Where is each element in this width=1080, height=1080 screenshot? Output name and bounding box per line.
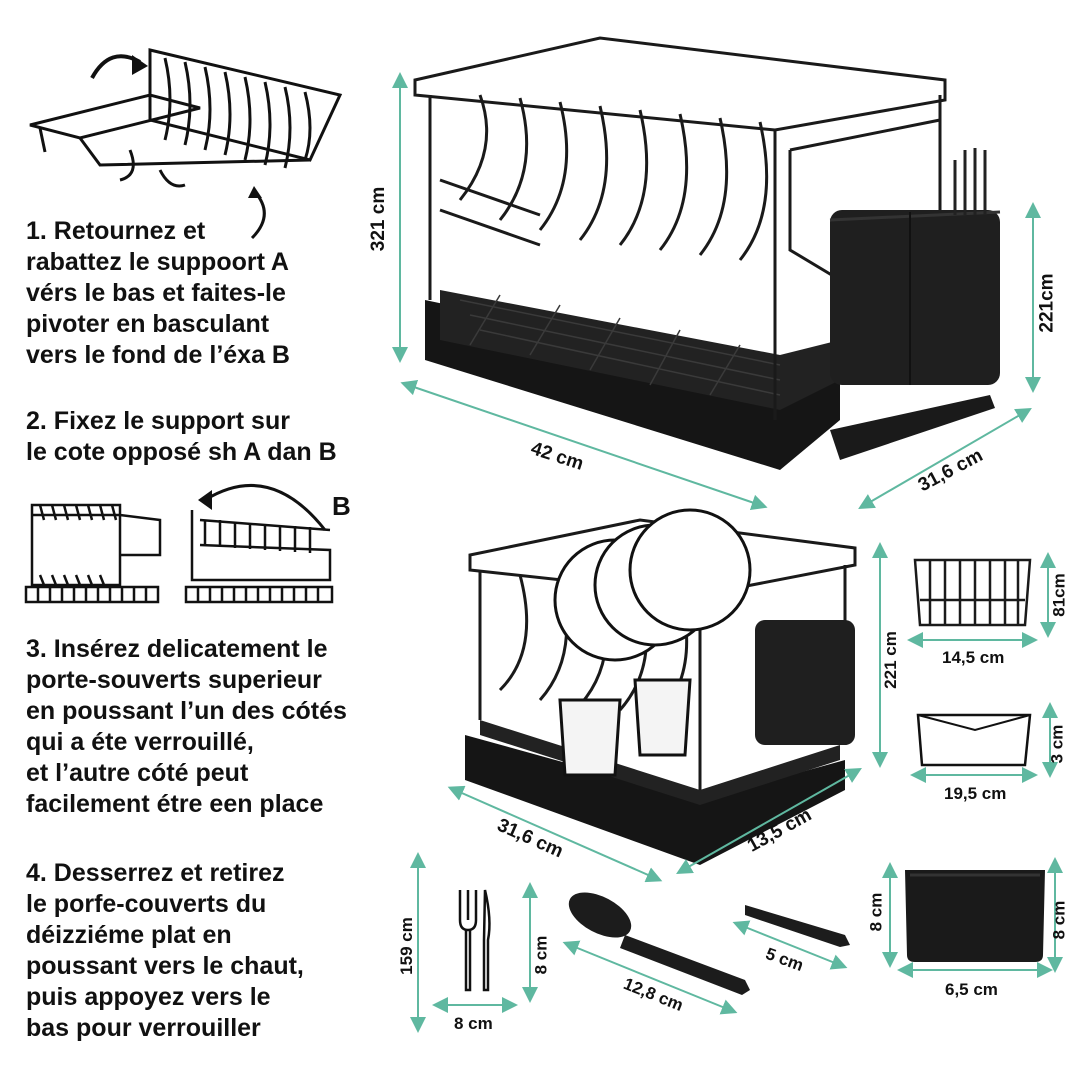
instruction-line: et l’autre cóté peut xyxy=(26,759,249,787)
instruction-step-4: 4. Desserrez et retirez le porfe-couvert… xyxy=(26,858,304,1044)
cutlery-holder-small xyxy=(755,620,855,745)
instruction-line: 3. Insérez delicatement le xyxy=(26,635,328,663)
instruction-line: 4. Desserrez et retirez xyxy=(26,859,285,887)
instruction-line: 1. Retournez et xyxy=(26,217,206,245)
instruction-line: facilement étre een place xyxy=(26,790,324,818)
instruction-step-1: 1. Retournez et rabattez le suppoort A v… xyxy=(26,216,290,371)
spoon-icon xyxy=(568,892,750,995)
instruction-line: qui a éte verrouillé, xyxy=(26,728,254,756)
small-cup xyxy=(905,870,1045,962)
cup-height-right-label: 8 cm xyxy=(1049,900,1069,940)
top-rack-height-label: 321 cm xyxy=(368,186,390,252)
cutlery-holder-height-label: 221cm xyxy=(1036,273,1058,333)
folding-rack-sketch xyxy=(29,48,343,188)
instruction-line: bas pour verrouiller xyxy=(26,1014,261,1042)
cup-width-label: 6,5 cm xyxy=(945,980,998,999)
instruction-line: rabattez le suppoort A xyxy=(26,248,289,276)
bottom-rack-height-label: 221 cm xyxy=(880,631,900,689)
small-basket-width-label: 14,5 cm xyxy=(942,648,1005,667)
utensil-height-label: 159 cm xyxy=(396,917,416,975)
instruction-line: le porfe-couverts du xyxy=(26,890,267,918)
drip-tray xyxy=(916,713,1032,767)
instruction-line: 2. Fixez le support sur xyxy=(26,407,290,435)
instruction-line: le cote opposé sh A dan B xyxy=(26,438,337,466)
fork-knife-icon xyxy=(458,889,491,992)
assembly-sketch-a xyxy=(24,503,162,604)
tray-height-label: 3 cm xyxy=(1047,724,1067,764)
knife-icon xyxy=(745,905,850,947)
instruction-line: porte-souverts superieur xyxy=(26,666,322,694)
instruction-line: puis appoyez vers le xyxy=(26,983,271,1011)
main-dish-rack xyxy=(413,36,1001,470)
utensil-width-label: 8 cm xyxy=(454,1014,493,1033)
instruction-line: pivoter en basculant xyxy=(26,310,270,338)
diagram-label-b: B xyxy=(332,491,351,521)
instruction-line: vérs le bas et faites-le xyxy=(26,279,286,307)
utensil-side-label: 8 cm xyxy=(531,935,551,975)
cutlery-holder xyxy=(830,210,1000,385)
instruction-line: poussant vers le chaut, xyxy=(26,952,304,980)
instruction-line: en poussant l’un des cótés xyxy=(26,697,347,725)
tray-width-label: 19,5 cm xyxy=(944,784,1007,803)
cup-height-left-label: 8 cm xyxy=(866,892,886,932)
instruction-line: vers le fond de l’éxa B xyxy=(26,341,290,369)
assembly-sketch-b xyxy=(184,484,334,604)
instruction-line: déizziéme plat en xyxy=(26,921,232,949)
instruction-step-2: 2. Fixez le support sur le cote opposé s… xyxy=(26,406,337,468)
small-basket xyxy=(913,558,1032,627)
small-basket-height-label: 81cm xyxy=(1049,573,1069,617)
instruction-step-3: 3. Insérez delicatement le porte-souvert… xyxy=(26,634,347,820)
